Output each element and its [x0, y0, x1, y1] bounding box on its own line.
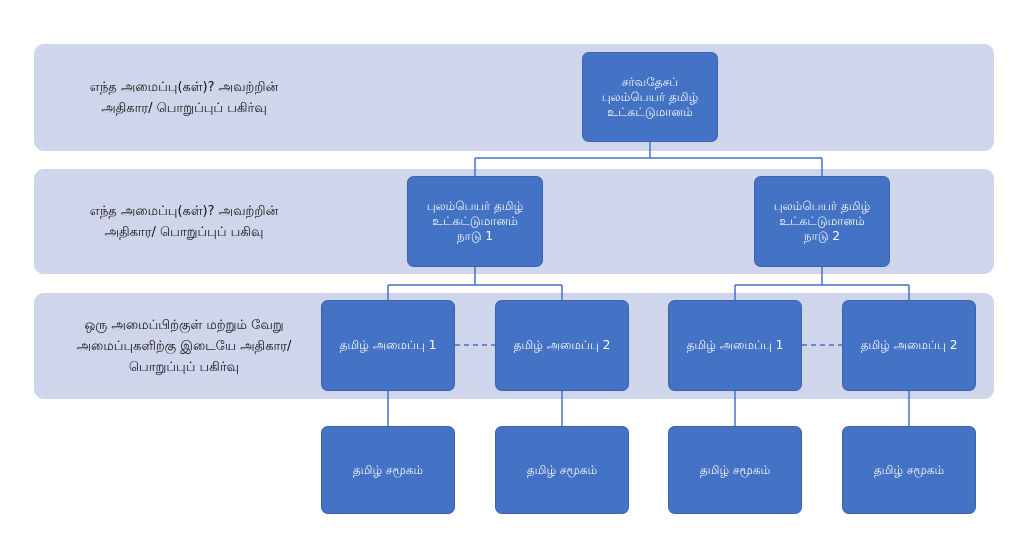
node-text-line: புலம்பெயர் தமிழ்: [773, 199, 871, 213]
level-label-line: அதிகார/ பொறுப்புப் பகிர்வு: [101, 100, 267, 116]
node-text-line: உட்கட்டுமானம்: [779, 214, 865, 228]
node-text-line: தமிழ் சமூகம்: [699, 462, 771, 477]
node-text-line: புலம்பெயர் தமிழ்: [601, 89, 699, 104]
level-label-line: அமைப்புகளிற்கு இடையே அதிகார/: [76, 338, 292, 354]
node-text-line: புலம்பெயர் தமிழ்: [426, 199, 524, 213]
node-text-line: தமிழ் அமைப்பு 1: [339, 338, 437, 352]
node-community-4: தமிழ் சமூகம்: [842, 426, 976, 514]
node-text-line: சர்வதேசப்: [621, 74, 679, 89]
node-text-line: தமிழ் அமைப்பு 2: [860, 338, 958, 352]
level-label-line: பொறுப்புப் பகிர்வு: [128, 359, 240, 375]
node-text-line: நாடு 2: [803, 229, 841, 243]
node-community-2: தமிழ் சமூகம்: [495, 426, 629, 514]
node-organisation-4: தமிழ் அமைப்பு 2: [842, 300, 976, 391]
node-text-line: தமிழ் சமூகம்: [526, 462, 598, 477]
node-text-line: தமிழ் அமைப்பு 2: [513, 338, 611, 352]
node-text-line: நாடு 1: [456, 229, 494, 243]
node-country-2: புலம்பெயர் தமிழ் உட்கட்டுமானம் நாடு 2: [754, 176, 890, 267]
node-organisation-3: தமிழ் அமைப்பு 1: [668, 300, 802, 391]
level-label-2: எந்த அமைப்பு(கள்)? அவற்றின் அதிகார/ பொறு…: [34, 169, 334, 274]
node-text-line: உட்கட்டுமானம்: [432, 214, 518, 228]
node-organisation-1: தமிழ் அமைப்பு 1: [321, 300, 455, 391]
node-text-line: தமிழ் அமைப்பு 1: [686, 338, 784, 352]
level-band-1: [34, 44, 994, 151]
node-organisation-2: தமிழ் அமைப்பு 2: [495, 300, 629, 391]
level-label-line: எந்த அமைப்பு(கள்)? அவற்றின்: [89, 79, 279, 95]
level-label-1: எந்த அமைப்பு(கள்)? அவற்றின் அதிகார/ பொறு…: [34, 44, 334, 151]
node-community-3: தமிழ் சமூகம்: [668, 426, 802, 514]
node-country-1: புலம்பெயர் தமிழ் உட்கட்டுமானம் நாடு 1: [407, 176, 543, 267]
node-text-line: தமிழ் சமூகம்: [352, 462, 424, 477]
level-label-line: ஒரு அமைப்பிற்குள் மற்றும் வேறு: [84, 317, 284, 333]
level-label-line: அதிகார/ பொறுப்புப் பகிவு: [104, 224, 264, 240]
node-text-line: உட்கட்டுமானம்: [607, 104, 693, 119]
node-community-1: தமிழ் சமூகம்: [321, 426, 455, 514]
node-text-line: தமிழ் சமூகம்: [873, 462, 945, 477]
level-label-line: எந்த அமைப்பு(கள்)? அவற்றின்: [89, 203, 279, 219]
level-label-3: ஒரு அமைப்பிற்குள் மற்றும் வேறு அமைப்புகள…: [34, 293, 334, 399]
node-international-infrastructure: சர்வதேசப் புலம்பெயர் தமிழ் உட்கட்டுமானம்: [582, 52, 718, 142]
